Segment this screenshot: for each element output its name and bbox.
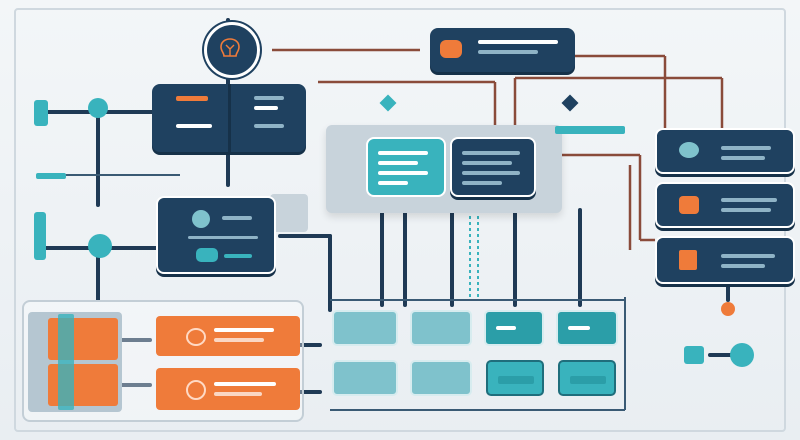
brain-circuit-icon — [204, 22, 260, 78]
module-card[interactable] — [410, 360, 472, 396]
card-line — [721, 264, 765, 268]
card-line — [254, 124, 284, 128]
document-icon — [679, 250, 697, 270]
module-card[interactable] — [486, 360, 544, 396]
orange-card-2[interactable] — [156, 368, 300, 410]
teal-strip — [555, 126, 625, 134]
card-line — [462, 161, 512, 165]
module-card[interactable] — [484, 310, 544, 346]
card-line — [721, 146, 771, 150]
central-teal-card[interactable] — [366, 137, 446, 197]
left-endpoint-icon — [34, 100, 48, 126]
card-line — [721, 156, 765, 160]
network-icon — [186, 328, 206, 346]
right-card-doc[interactable] — [655, 236, 795, 284]
card-line — [214, 338, 264, 342]
stack-panel — [28, 312, 122, 412]
left-endpoint-icon — [34, 212, 46, 260]
left-node-icon — [88, 98, 108, 118]
mid-left-card[interactable] — [156, 196, 276, 274]
orange-dot-icon — [721, 302, 735, 316]
card-line — [254, 96, 284, 100]
card-line — [462, 181, 502, 185]
card-line — [498, 376, 534, 384]
right-card-box[interactable] — [655, 182, 795, 228]
stack-teal-stripe — [58, 314, 74, 410]
circle-node-icon — [730, 343, 754, 367]
chat-bubble-icon — [679, 142, 699, 158]
avatar-icon — [192, 210, 210, 228]
card-line — [214, 328, 274, 332]
left-node-icon — [88, 234, 112, 258]
module-card[interactable] — [556, 310, 618, 346]
card-line — [176, 124, 212, 128]
card-line — [378, 171, 428, 175]
card-line — [214, 382, 276, 386]
box-icon — [679, 196, 699, 214]
card-line — [188, 236, 258, 239]
gear-icon — [186, 380, 206, 400]
module-card[interactable] — [332, 360, 398, 396]
card-line — [568, 326, 590, 330]
card-line — [378, 151, 428, 155]
card-line — [254, 106, 278, 110]
right-card-chat[interactable] — [655, 128, 795, 174]
header-line — [478, 40, 558, 44]
card-line — [222, 216, 252, 220]
card-line — [721, 208, 771, 212]
split-card[interactable] — [152, 84, 306, 152]
card-line — [570, 376, 606, 384]
orange-card-1[interactable] — [156, 316, 300, 356]
gear-icon — [440, 40, 462, 58]
header-card[interactable] — [430, 28, 575, 72]
card-line — [721, 198, 777, 202]
card-line — [721, 254, 775, 258]
card-line — [496, 326, 516, 330]
left-dash — [36, 173, 66, 179]
module-card[interactable] — [332, 310, 398, 346]
module-card[interactable] — [558, 360, 616, 396]
header-line — [478, 50, 538, 54]
central-navy-card[interactable] — [450, 137, 536, 197]
card-line — [214, 392, 262, 396]
central-panel — [326, 125, 562, 213]
card-divider — [228, 84, 231, 152]
card-line — [224, 254, 252, 258]
card-line — [378, 161, 418, 165]
card-line — [462, 151, 520, 155]
toggle-icon — [196, 248, 218, 262]
card-line — [378, 181, 408, 185]
card-line — [176, 96, 208, 101]
mid-left-backing — [270, 194, 308, 232]
small-square-icon — [684, 346, 704, 364]
module-card[interactable] — [410, 310, 472, 346]
card-line — [462, 171, 520, 175]
brain-glyph — [220, 38, 240, 57]
